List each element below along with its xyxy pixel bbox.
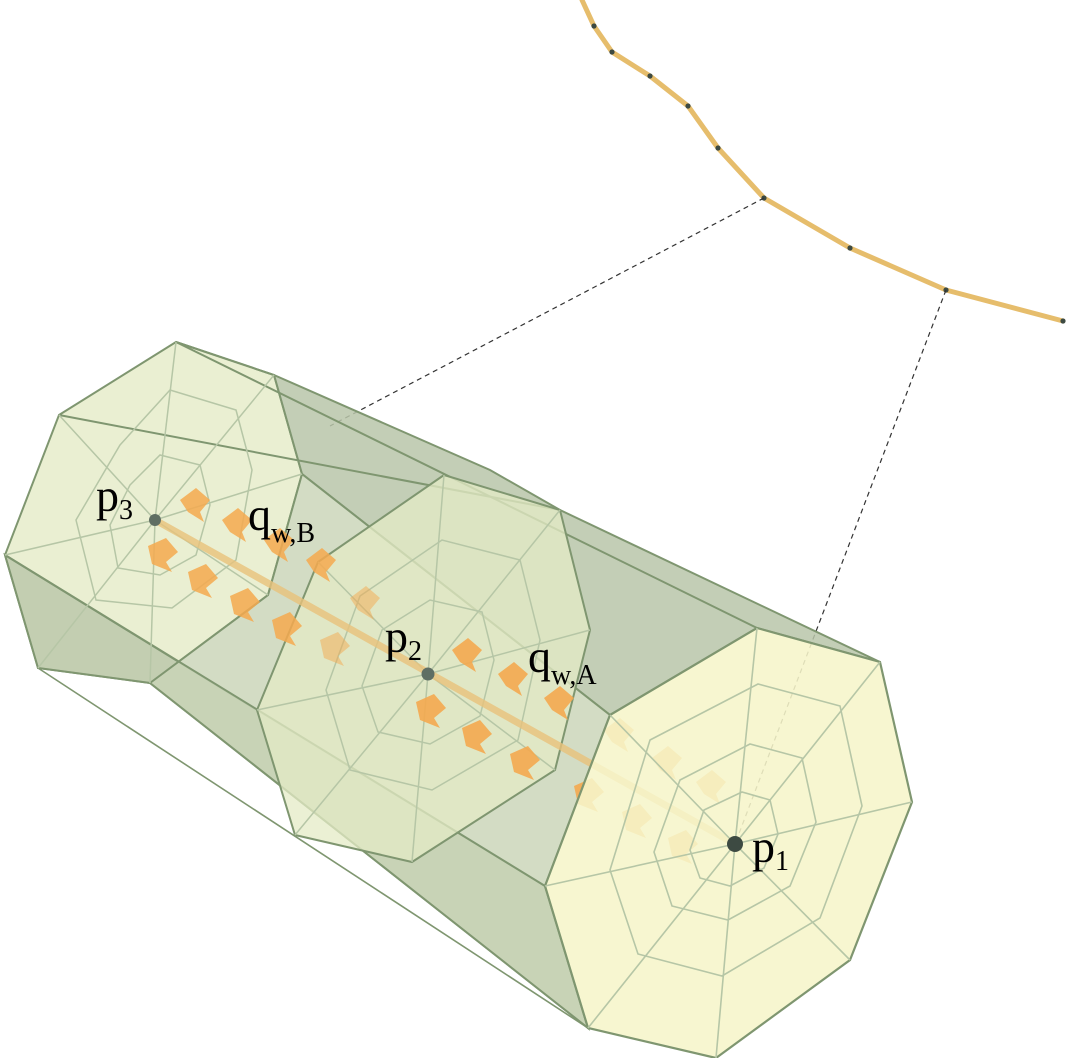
label-p1: p1 [752,821,789,877]
label-p3: p3 [96,470,133,526]
label-p2: p2 [385,611,422,667]
flux-arrows-segment-b [148,488,380,666]
zoom-projection-lines [329,197,947,845]
node-p2 [421,667,435,681]
root-polyline [579,0,1066,324]
root-nodes [591,23,1066,324]
node-p3 [149,514,161,526]
label-q-w-a: qw,A [528,631,597,691]
label-q-w-b: qw,B [248,489,315,549]
node-p1 [727,836,743,852]
back-face-mesh [4,341,303,684]
front-face-mesh [544,627,913,1058]
